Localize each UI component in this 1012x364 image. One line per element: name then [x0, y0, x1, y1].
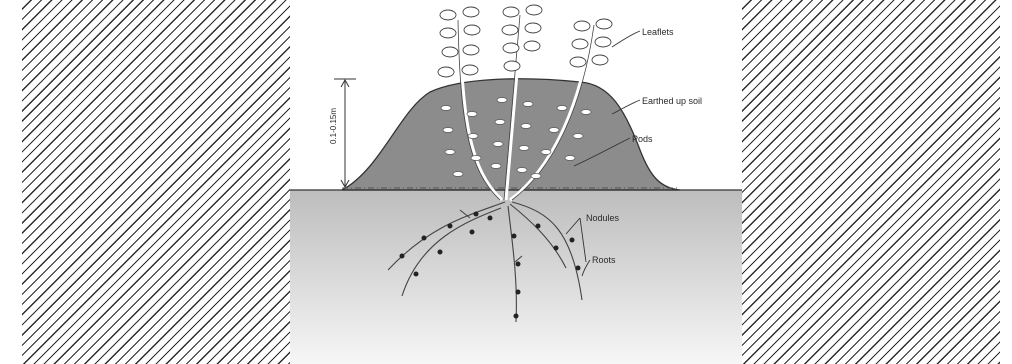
leaf-icon: [462, 65, 478, 75]
nodule-dot-icon: [470, 230, 475, 235]
pod-icon: [573, 134, 583, 139]
nodule-dot-icon: [474, 212, 479, 217]
leaf-icon: [570, 57, 586, 67]
leaf-icon: [503, 43, 519, 53]
leaf-icon: [440, 10, 456, 20]
leaf-icon: [525, 23, 541, 33]
pod-icon: [517, 168, 527, 173]
leaf-icon: [463, 45, 479, 55]
nodule-dot-icon: [414, 272, 419, 277]
leaf-icon: [595, 37, 611, 47]
nodule-dot-icon: [422, 236, 427, 241]
nodule-dot-icon: [536, 224, 541, 229]
groundnut-plant-diagram: [290, 0, 742, 364]
pod-icon: [493, 142, 503, 147]
nodule-dot-icon: [516, 290, 521, 295]
leaf-icon: [592, 55, 608, 65]
leaf-icon: [574, 21, 590, 31]
leaf-icon: [502, 25, 518, 35]
label-roots: Roots: [592, 256, 616, 265]
leaf-icon: [438, 67, 454, 77]
nodule-dot-icon: [554, 246, 559, 251]
nodule-dot-icon: [576, 266, 581, 271]
label-pods: Pods: [632, 135, 653, 144]
pod-icon: [467, 112, 477, 117]
leaf-icon: [464, 25, 480, 35]
nodule-dot-icon: [448, 224, 453, 229]
nodule-dot-icon: [570, 238, 575, 243]
label-earthed-up-soil: Earthed up soil: [642, 97, 702, 106]
pod-icon: [523, 102, 533, 107]
leaf-icon: [440, 28, 456, 38]
nodule-dot-icon: [400, 254, 405, 259]
leaf-icon: [526, 5, 542, 15]
pod-icon: [557, 106, 567, 111]
label-leaflets: Leaflets: [642, 28, 674, 37]
pod-icon: [471, 156, 481, 161]
nodule-dot-icon: [516, 262, 521, 267]
label-nodules: Nodules: [586, 214, 619, 223]
pod-icon: [565, 156, 575, 161]
leaf-icon: [503, 7, 519, 17]
label-depth-range: 0.1-0.15m: [330, 86, 338, 166]
pod-icon: [521, 124, 531, 129]
pod-icon: [541, 150, 551, 155]
hatched-panel-left: [22, 0, 290, 364]
leaf-icon: [572, 39, 588, 49]
leaf-icon: [442, 47, 458, 57]
nodule-dot-icon: [488, 216, 493, 221]
nodule-dot-icon: [438, 250, 443, 255]
nodule-dot-icon: [512, 234, 517, 239]
pod-icon: [581, 110, 591, 115]
nodule-dot-icon: [514, 314, 519, 319]
pod-icon: [453, 172, 463, 177]
pod-icon: [519, 146, 529, 151]
leaf-icon: [596, 19, 612, 29]
pod-icon: [443, 128, 453, 133]
pod-icon: [549, 128, 559, 133]
pod-icon: [491, 164, 501, 169]
pod-icon: [468, 134, 478, 139]
leaf-icon: [504, 61, 520, 71]
leaf-icon: [463, 7, 479, 17]
pod-icon: [495, 120, 505, 125]
hatched-panel-right: [742, 0, 1000, 364]
pod-icon: [441, 106, 451, 111]
leaf-icon: [524, 41, 540, 51]
pod-icon: [497, 98, 507, 103]
pod-icon: [445, 150, 455, 155]
pod-icon: [531, 174, 541, 179]
